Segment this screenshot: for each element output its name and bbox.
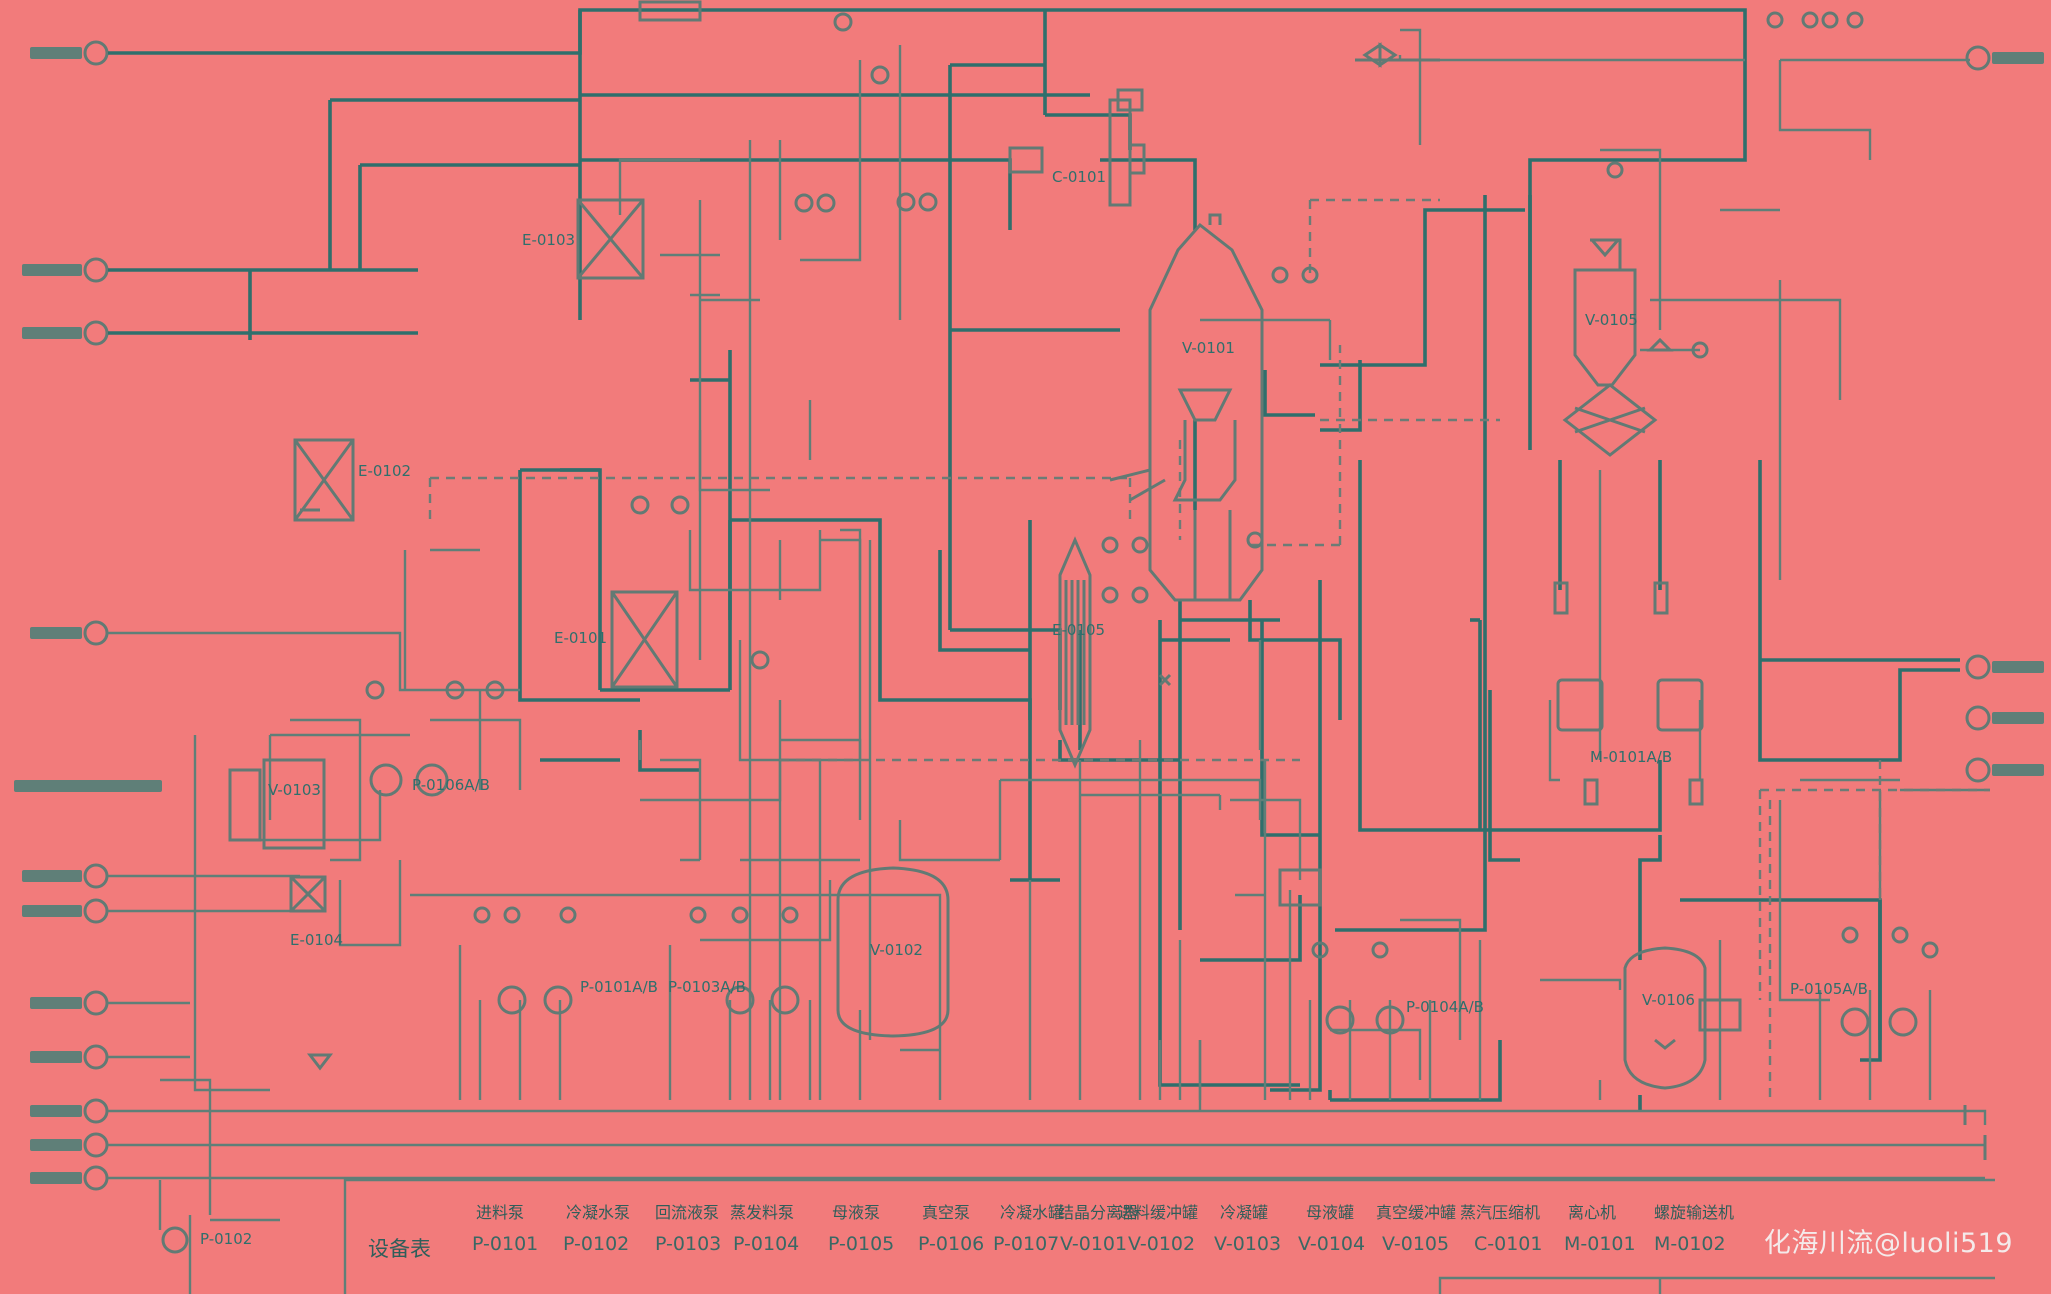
item-name-14: 螺旋输送机: [1654, 1203, 1734, 1222]
compressor-c-0101: [1008, 88, 1146, 207]
title-block-items: 进料泵 P-0101 冷凝水泵 P-0102 回流液泵 P-0103 蒸发料泵 …: [472, 1203, 1734, 1255]
vessel-v-0105: [1562, 238, 1658, 457]
p-0105-tag: P-0105A/B: [1790, 980, 1868, 998]
centrifuges: [1553, 581, 1704, 806]
item-code-1: P-0102: [563, 1233, 629, 1255]
item-code-8: V-0102: [1128, 1233, 1195, 1255]
p-0104-tag: P-0104A/B: [1406, 998, 1484, 1016]
title-block-frame: [343, 1178, 1995, 1294]
secondary-piping: [108, 28, 1990, 1294]
item-name-6: 冷凝水罐: [1000, 1203, 1064, 1222]
v-0101-tag: V-0101: [1182, 339, 1235, 357]
item-code-0: P-0101: [472, 1233, 538, 1255]
item-name-12: 蒸汽压缩机: [1460, 1203, 1540, 1222]
inlet-connectors: [14, 40, 162, 1191]
item-name-10: 母液罐: [1306, 1203, 1354, 1222]
p-0101-tag: P-0101A/B: [580, 978, 658, 996]
item-name-5: 真空泵: [922, 1203, 970, 1222]
e-0102-tag: E-0102: [358, 462, 411, 480]
item-name-3: 蒸发料泵: [730, 1203, 794, 1222]
item-code-2: P-0103: [655, 1233, 721, 1255]
item-code-4: P-0105: [828, 1233, 894, 1255]
v-0106-tag: V-0106: [1642, 991, 1695, 1009]
e-0103-tag: E-0103: [522, 231, 575, 249]
watermark: 化海川流@luoli519: [1763, 1228, 2013, 1259]
m-0101-tag: M-0101A/B: [1590, 748, 1672, 766]
p-0106-tag: P-0106A/B: [412, 776, 490, 794]
outlet-connectors: [1965, 45, 2044, 783]
item-code-14: M-0102: [1654, 1233, 1726, 1255]
e-0105-tag: E-0105: [1052, 621, 1105, 639]
item-code-3: P-0104: [733, 1233, 799, 1255]
p-0102-tag: P-0102: [200, 1230, 252, 1248]
vessel-v-0106: [1623, 946, 1707, 1090]
vessel-v-0102: [836, 866, 950, 1038]
item-name-7: 结晶分离器: [1058, 1203, 1138, 1222]
vessel-v-0103: [228, 758, 326, 850]
e-0101-tag: E-0101: [554, 629, 607, 647]
item-code-5: P-0106: [918, 1233, 984, 1255]
title-block-heading: 设备表: [368, 1237, 431, 1261]
item-name-4: 母液泵: [832, 1203, 880, 1222]
p-0103-tag: P-0103A/B: [668, 978, 746, 996]
column-v-0101: [1109, 213, 1264, 602]
item-code-10: V-0104: [1298, 1233, 1365, 1255]
item-name-8: 进料缓冲罐: [1118, 1203, 1198, 1222]
v-0102-tag: V-0102: [870, 941, 923, 959]
item-code-11: V-0105: [1382, 1233, 1449, 1255]
item-name-11: 真空缓冲罐: [1376, 1203, 1456, 1222]
item-code-7: V-0101: [1060, 1233, 1127, 1255]
item-code-12: C-0101: [1474, 1233, 1542, 1255]
pumps: [161, 763, 1918, 1254]
c-0101-tag: C-0101: [1052, 168, 1106, 186]
dashed-piping: [428, 198, 1990, 1100]
item-name-1: 冷凝水泵: [566, 1203, 630, 1222]
heat-exchangers: [289, 198, 679, 913]
item-code-6: P-0107: [993, 1233, 1059, 1255]
item-name-0: 进料泵: [476, 1203, 524, 1222]
item-name-9: 冷凝罐: [1220, 1203, 1268, 1222]
item-name-2: 回流液泵: [655, 1203, 719, 1222]
v-0103-tag: V-0103: [268, 781, 321, 799]
item-name-13: 离心机: [1568, 1203, 1616, 1222]
v-0105-tag: V-0105: [1585, 311, 1638, 329]
item-code-9: V-0103: [1214, 1233, 1281, 1255]
instrument-symbols: [300, 0, 1987, 1160]
heater-e-0105: [1058, 536, 1092, 769]
item-code-13: M-0101: [1564, 1233, 1636, 1255]
e-0104-tag: E-0104: [290, 931, 343, 949]
